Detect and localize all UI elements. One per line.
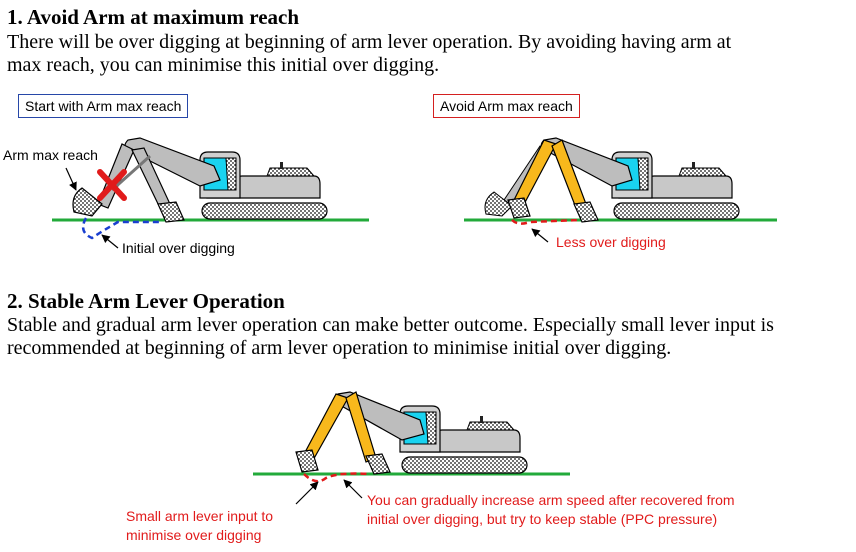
bucket-left-max — [72, 187, 103, 217]
initial-over-digging-trace — [81, 217, 160, 240]
section1-heading: 1. Avoid Arm at maximum reach — [7, 5, 300, 29]
initial-over-arrow — [101, 234, 119, 249]
gradual-arrow — [343, 479, 363, 499]
small-input-label-line1: Small arm lever input to — [126, 508, 274, 524]
excavator-left — [72, 137, 328, 223]
bucket-right-start — [507, 197, 531, 219]
less-over-arrow — [531, 228, 549, 243]
less-over-digging-trace — [511, 218, 581, 225]
initial-over-digging-label: Initial over digging — [122, 240, 235, 256]
bucket-bottom-start — [295, 449, 319, 473]
section2-heading: 2. Stable Arm Lever Operation — [7, 289, 285, 313]
bucket-right-ghost — [484, 191, 513, 217]
gradual-increase-line2: initial over digging, but try to keep st… — [367, 511, 718, 527]
right-caption-box: Avoid Arm max reach — [433, 94, 580, 118]
arm-right-yellow — [511, 139, 557, 209]
less-over-digging-label: Less over digging — [556, 234, 666, 250]
excavator-bottom — [295, 391, 528, 475]
gradual-increase-label: You can gradually increase arm speed aft… — [367, 491, 735, 529]
arm-max-reach-label: Arm max reach — [3, 147, 98, 163]
bucket-right-end — [573, 201, 599, 223]
section2-paragraph-line2: recommended at beginning of arm lever op… — [7, 337, 672, 359]
section1-paragraph-line1: There will be over digging at beginning … — [7, 31, 732, 53]
section2-paragraph-line1: Stable and gradual arm lever operation c… — [7, 314, 774, 336]
small-input-arrow — [295, 481, 319, 505]
left-caption-box: Start with Arm max reach — [18, 94, 189, 118]
arm-max-arrow — [65, 167, 77, 191]
small-input-label: Small arm lever input to minimise over d… — [126, 507, 273, 545]
stable-digging-trace — [303, 472, 371, 483]
small-input-label-line2: minimise over digging — [126, 527, 262, 543]
cross-mark-icon — [97, 169, 127, 201]
bucket-bottom-end — [365, 453, 391, 475]
excavator-right — [484, 137, 740, 223]
bucket-left-end — [157, 201, 185, 223]
section1-paragraph: There will be over digging at beginning … — [7, 31, 847, 77]
section1-paragraph-line2: max reach, you can minimise this initial… — [7, 54, 440, 76]
gradual-increase-line1: You can gradually increase arm speed aft… — [367, 492, 735, 508]
section2-paragraph: Stable and gradual arm lever operation c… — [7, 314, 847, 360]
